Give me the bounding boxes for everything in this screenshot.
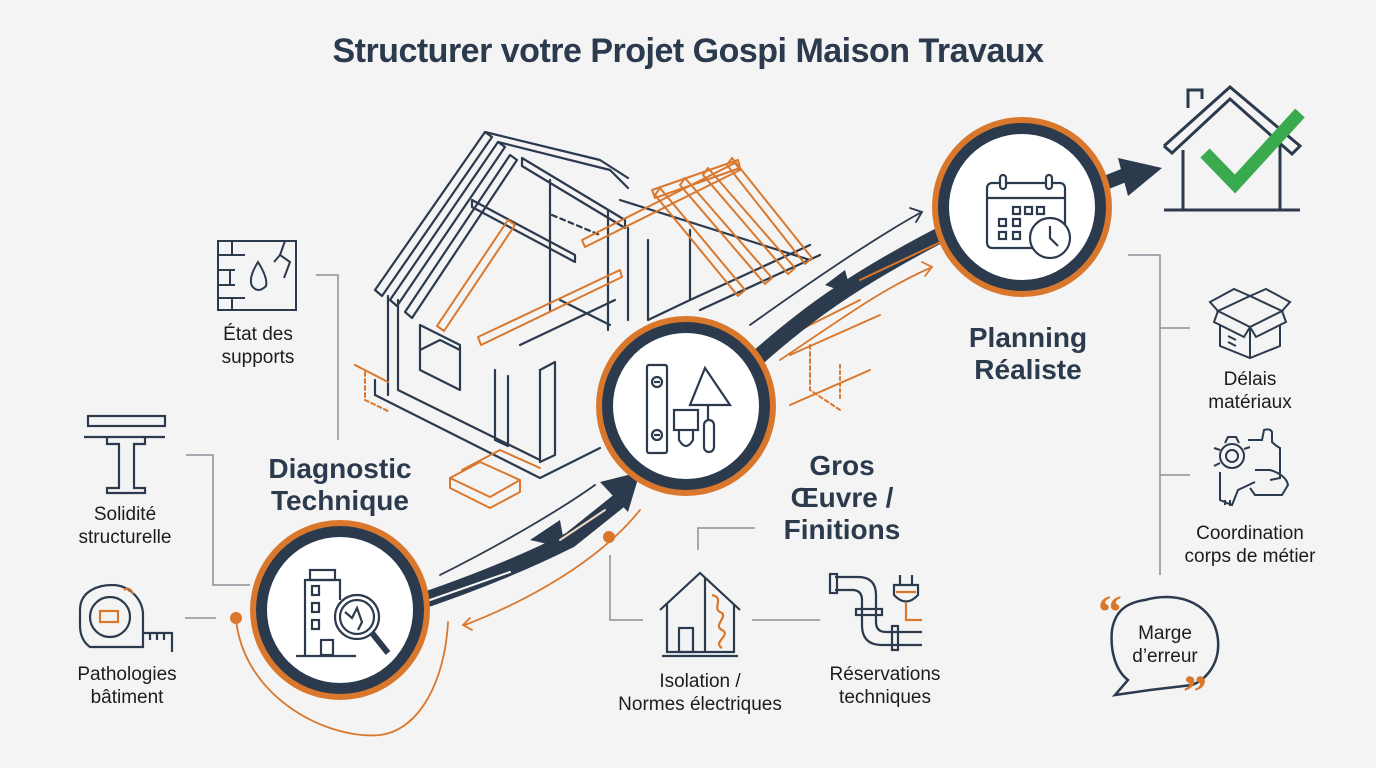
- pipe-plug-icon: [828, 572, 922, 652]
- detail-etat-des-supports: État des supports: [221, 324, 295, 368]
- detail-delais-materiaux: Délais matériaux: [1208, 369, 1292, 413]
- detail-coordination-corps-de-metier: Coordination corps de métier: [1184, 523, 1316, 567]
- detail-pathologies-batiment: Pathologies bâtiment: [77, 664, 177, 708]
- detail-reservations-techniques: Réservations techniques: [829, 664, 941, 708]
- connector-lines: [185, 254, 1190, 621]
- stage-circle-diagnostic: [250, 520, 430, 700]
- svg-text:“: “: [1098, 586, 1122, 639]
- detail-solidite-structurelle: Solidité structurelle: [78, 504, 172, 548]
- svg-text:”: ”: [1183, 666, 1207, 719]
- stage-label-planning: Planning Réaliste: [968, 322, 1088, 385]
- stage-circle-planning: [932, 117, 1112, 297]
- stage-circle-gros-oeuvre: [596, 316, 776, 496]
- stage-label-diagnostic: Diagnostic Technique: [268, 453, 412, 516]
- callout-marge-derreur: Marge d’erreur: [1132, 623, 1198, 667]
- house-insulation-icon: [659, 571, 741, 658]
- house-wireframe-illustration: [354, 130, 881, 509]
- flow-arrow: [230, 158, 1162, 737]
- i-beam-icon: [84, 414, 167, 495]
- detail-isolation-normes: Isolation / Normes électriques: [618, 671, 782, 715]
- brick-wall-crack-icon: [217, 240, 297, 311]
- hands-gear-icon: [1213, 428, 1290, 507]
- building-magnifier-icon: [296, 568, 391, 658]
- house-checkmark-icon: [1163, 85, 1305, 212]
- calendar-clock-icon: [985, 173, 1072, 260]
- page-title: Structurer votre Projet Gospi Maison Tra…: [332, 32, 1044, 70]
- tools-level-trowel-brush-icon: [645, 363, 733, 455]
- tape-measure-icon: [78, 583, 174, 652]
- open-box-icon: [1208, 287, 1292, 360]
- stage-label-gros-oeuvre: Gros Œuvre / Finitions: [783, 450, 901, 545]
- speech-bubble-quotes-icon: “ ”: [1098, 586, 1220, 719]
